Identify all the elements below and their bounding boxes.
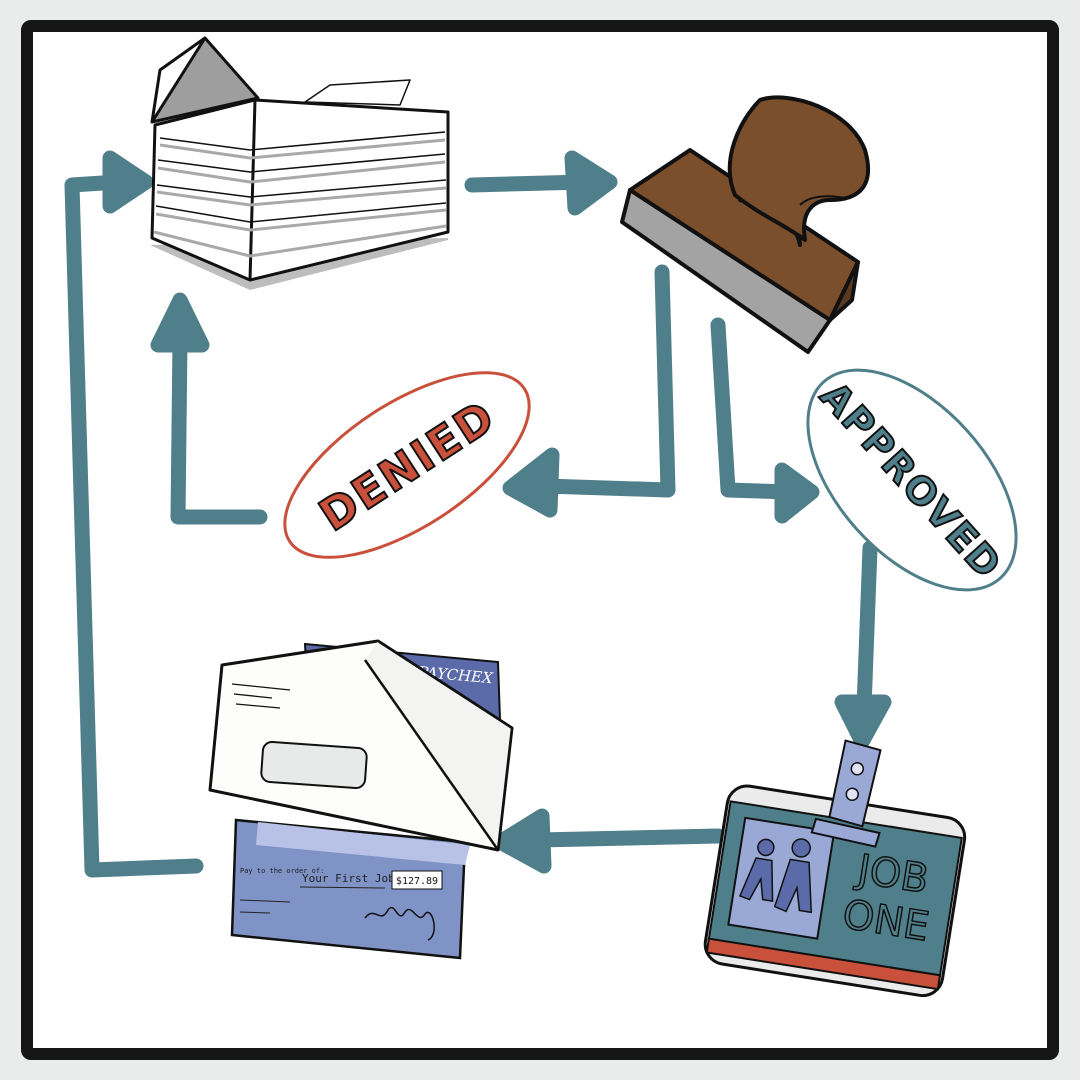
- arrow-paycheck-to-stack: [64, 150, 204, 878]
- badge-photo: [727, 816, 836, 940]
- pay-to-label: Pay to the order of:: [240, 867, 324, 875]
- flow-arrows: [64, 150, 892, 878]
- paycheck-envelope-icon: PAYCHEX Pay to the order of: Your First …: [208, 639, 514, 960]
- amount-field: $127.89: [396, 876, 438, 887]
- arrow-stamp-to-denied: [502, 264, 676, 518]
- badge-clip: [810, 739, 882, 848]
- payee-field: Your First Job: [302, 872, 395, 885]
- people-icon: [738, 838, 813, 914]
- badge-line-1: JOB: [852, 846, 932, 903]
- amount-box: [391, 870, 443, 890]
- paper-stack-icon: [150, 36, 450, 290]
- arrow-stack-to-stamp: [464, 150, 618, 216]
- id-badge-icon: JOB ONE: [703, 739, 967, 998]
- arrow-stamp-to-approved: [710, 317, 820, 524]
- rubber-stamp-icon: [620, 95, 871, 354]
- signature-mark: [364, 906, 435, 941]
- envelope-window: [260, 741, 368, 789]
- arrow-badge-to-paycheck: [492, 808, 726, 874]
- arrow-denied-to-stack: [150, 292, 268, 525]
- arrow-approved-to-badge: [834, 540, 892, 750]
